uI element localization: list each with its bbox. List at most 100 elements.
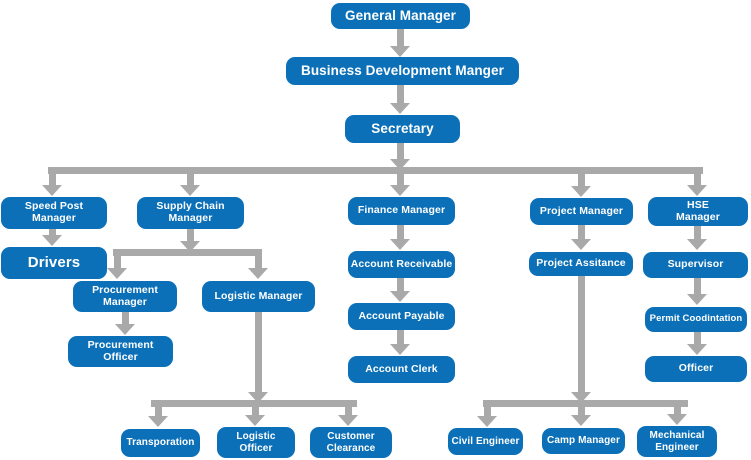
arrow-head [107,268,127,279]
arrow-shaft [186,229,194,242]
down-arrow-connector [571,405,591,426]
arrow-shaft [577,172,585,187]
arrow-shaft [483,405,491,417]
down-arrow-connector [667,405,687,425]
down-arrow-connector [687,225,707,250]
arrow-shaft [673,405,681,415]
down-arrow-connector [148,405,168,427]
down-arrow-connector [477,405,497,427]
down-arrow-connector [180,172,200,196]
arrow-head [390,46,410,57]
arrow-head [42,235,62,246]
org-node-project-manager: Project Manager [530,198,633,225]
org-node-hse-manager: HSE Manager [648,197,748,226]
down-arrow-connector [390,172,410,196]
org-node-transporation: Transporation [121,429,200,457]
down-arrow-connector [390,29,410,57]
org-node-project-assitance: Project Assitance [529,252,633,276]
org-node-civil-engineer: Civil Engineer [448,428,523,455]
down-arrow-connector [687,278,707,305]
arrow-shaft [186,172,194,186]
arrow-shaft [577,276,585,393]
org-node-drivers: Drivers [1,247,107,279]
arrow-shaft [693,332,701,345]
arrow-head [42,185,62,196]
org-node-speed-post-manager: Speed Post Manager [1,197,107,229]
arrow-head [248,392,268,403]
arrow-head [338,415,358,426]
down-arrow-connector [687,332,707,355]
arrow-head [571,415,591,426]
org-node-supervisor: Supervisor [643,252,748,278]
arrow-shaft [251,405,259,416]
org-node-logistic-officer: Logistic Officer [217,427,295,458]
arrow-head [687,239,707,250]
down-arrow-connector [107,254,127,279]
org-node-camp-manager: Camp Manager [542,428,625,454]
arrow-head [390,103,410,114]
arrow-head [180,241,200,252]
arrow-head [571,239,591,250]
arrow-head [477,416,497,427]
down-arrow-connector [248,254,268,279]
down-arrow-connector [180,229,200,252]
arrow-shaft [396,29,404,47]
org-node-mechanical-engineer: Mechanical Engineer [637,426,717,457]
connector-line [151,400,357,407]
arrow-shaft [396,172,404,186]
arrow-shaft [344,405,352,416]
down-arrow-connector [390,85,410,114]
arrow-head [115,324,135,335]
org-node-supply-chain-manager: Supply Chain Manager [137,197,244,229]
down-arrow-connector [338,405,358,426]
org-node-finance-manager: Finance Manager [348,197,455,225]
down-arrow-connector [42,172,62,196]
arrow-head [390,159,410,170]
down-arrow-connector [390,225,410,250]
down-arrow-connector [390,143,410,170]
arrow-head [571,186,591,197]
arrow-head [571,392,591,403]
org-node-permit-coodintation: Permit Coodintation [645,307,747,332]
down-arrow-connector [571,172,591,197]
arrow-shaft [577,405,585,416]
down-arrow-connector [248,312,268,403]
org-node-general-manager: General Manager [331,3,470,29]
org-node-account-receivable: Account Receivable [348,251,455,278]
arrow-head [390,291,410,302]
down-arrow-connector [42,229,62,246]
arrow-shaft [396,278,404,292]
arrow-shaft [113,254,121,269]
org-node-procurement-officer: Procurement Officer [68,336,173,367]
arrow-shaft [254,312,262,393]
arrow-shaft [577,225,585,240]
arrow-shaft [693,172,701,186]
arrow-shaft [48,229,56,236]
down-arrow-connector [571,276,591,403]
down-arrow-connector [687,172,707,196]
arrow-head [390,239,410,250]
down-arrow-connector [390,278,410,302]
org-node-customer-clearance: Customer Clearance [310,427,392,458]
down-arrow-connector [115,312,135,335]
arrow-shaft [121,312,129,325]
org-node-procurement-manager: Procurement Manager [73,281,177,312]
arrow-shaft [693,225,701,240]
arrow-head [687,185,707,196]
arrow-shaft [396,85,404,104]
down-arrow-connector [390,330,410,355]
down-arrow-connector [571,225,591,250]
arrow-head [390,185,410,196]
org-node-officer: Officer [645,356,747,382]
down-arrow-connector [245,405,265,426]
arrow-shaft [693,278,701,295]
arrow-shaft [48,172,56,186]
arrow-head [390,344,410,355]
arrow-shaft [154,405,162,417]
org-node-account-payable: Account Payable [348,303,455,330]
arrow-head [667,414,687,425]
org-node-account-clerk: Account Clerk [348,356,455,383]
arrow-shaft [254,254,262,269]
arrow-shaft [396,330,404,345]
